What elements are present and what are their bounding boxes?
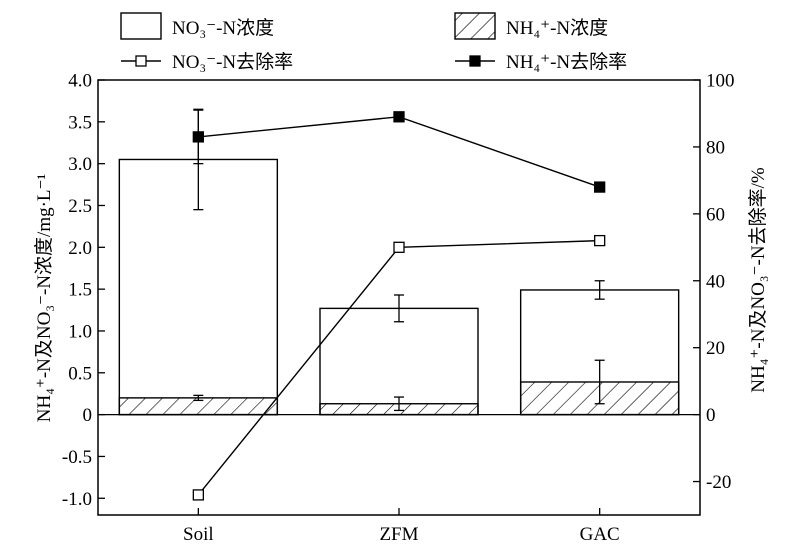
errorbar-no3-gac bbox=[594, 280, 605, 300]
errorbar-no3-zfm bbox=[394, 294, 404, 323]
legend-marker-no3-removal bbox=[135, 55, 147, 67]
legend-label-nh4-removal: NH₄⁺-N去除率 bbox=[506, 51, 627, 73]
point-no3-removal-zfm bbox=[393, 241, 405, 253]
point-no3-removal-gac bbox=[594, 234, 606, 247]
errorbar-nh4-soil bbox=[193, 394, 204, 402]
point-nh4-removal-zfm bbox=[393, 111, 405, 123]
left-tick-label: 1.0 bbox=[68, 321, 92, 342]
axes-layer: 4.0 3.5 3.0 2.5 2.0 1.5 1.0 0.5 0 -0.5 -1.0 100 80 60… bbox=[62, 71, 735, 546]
lines-layer bbox=[192, 109, 606, 501]
left-tick-label: 3.0 bbox=[68, 154, 92, 175]
right-tick-label: 80 bbox=[706, 137, 725, 158]
legend-label-no3-removal: NO₃⁻-N去除率 bbox=[172, 51, 293, 73]
left-tick-label: 2.5 bbox=[68, 196, 92, 217]
legend-swatch-no3-conc bbox=[120, 12, 162, 40]
x-tick-label-zfm: ZFM bbox=[379, 524, 418, 545]
right-tick-label: -20 bbox=[706, 472, 731, 493]
x-tick-label-soil: Soil bbox=[183, 524, 214, 545]
legend-label-no3-conc: NO₃⁻-N浓度 bbox=[172, 17, 274, 39]
left-tick-label: -0.5 bbox=[62, 447, 92, 468]
left-tick-label: 0 bbox=[83, 405, 93, 426]
left-tick-label: 1.5 bbox=[68, 280, 92, 301]
left-tick-label: 3.5 bbox=[68, 112, 92, 133]
errorbar-nh4-gac bbox=[594, 359, 605, 405]
right-tick-label: 20 bbox=[706, 338, 725, 359]
legend-marker-nh4-removal bbox=[469, 55, 481, 67]
point-nh4-removal-gac bbox=[594, 181, 606, 193]
point-no3-removal-soil bbox=[192, 489, 204, 501]
point-nh4-removal-soil bbox=[192, 131, 204, 143]
bars-layer bbox=[118, 108, 680, 416]
legend: NO₃⁻-N浓度 NH₄⁺-N浓度 NO₃⁻-N去除率 NH₄⁺-N去除率 bbox=[120, 12, 627, 73]
left-tick-label: -1.0 bbox=[62, 489, 92, 510]
errorbar-nh4-zfm bbox=[394, 396, 404, 412]
right-tick-label: 0 bbox=[706, 405, 716, 426]
legend-swatch-nh4-conc bbox=[454, 12, 496, 40]
right-tick-label: 100 bbox=[706, 71, 735, 92]
left-tick-label: 2.0 bbox=[68, 238, 92, 259]
right-tick-label: 60 bbox=[706, 204, 725, 225]
legend-label-nh4-conc: NH₄⁺-N浓度 bbox=[506, 17, 608, 39]
left-tick-label: 0.5 bbox=[68, 363, 92, 384]
left-axis-title: NH₄⁺-N及NO₃⁻-N浓度/mg·L⁻¹ bbox=[33, 173, 55, 422]
right-tick-label: 40 bbox=[706, 271, 725, 292]
right-axis-title: NH₄⁺-N及NO₃⁻-N去除率/% bbox=[747, 167, 769, 393]
x-tick-label-gac: GAC bbox=[580, 524, 620, 545]
left-tick-label: 4.0 bbox=[68, 71, 92, 92]
